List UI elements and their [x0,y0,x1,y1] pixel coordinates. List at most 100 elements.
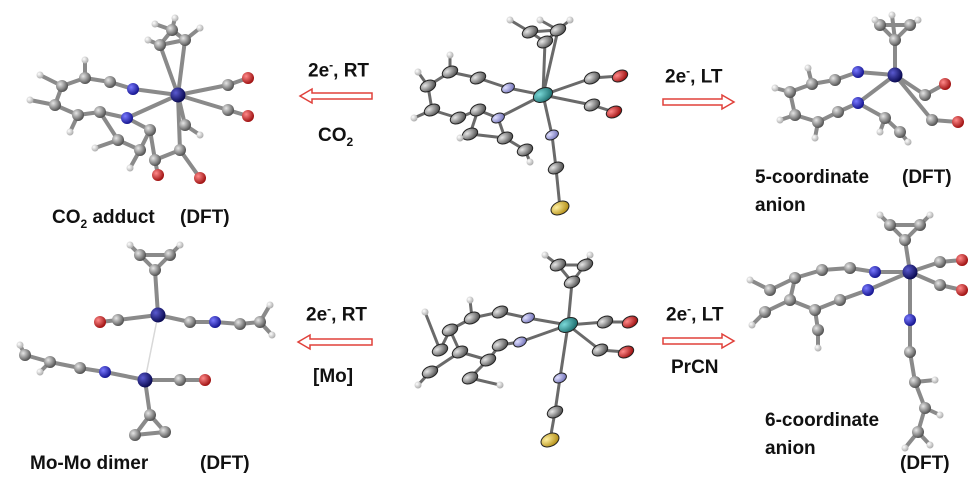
atom-c [904,346,916,358]
atom-h [466,296,474,304]
atom-h [526,158,534,166]
atom-c [926,114,938,126]
arrow-bottom-left-below: [Mo] [313,366,354,387]
atom-c [234,318,246,330]
atom-o [242,72,254,84]
atom-c [469,103,487,117]
atom-h [936,411,944,419]
atom-c [469,71,487,85]
atom-xn [553,372,567,384]
atom-c [844,262,856,274]
bond [558,323,570,380]
bond [158,43,180,97]
atom-c [431,343,449,357]
atom-c [934,279,946,291]
atom-h [151,20,159,28]
atom-h [91,144,99,152]
atom-c [144,409,156,421]
atom-h [126,164,134,172]
atom-h [746,276,754,284]
atom-o [199,374,211,386]
atom-o [956,284,968,296]
atom-n [99,366,111,378]
arrow-top-left [298,87,373,105]
atom-h [410,114,418,122]
atom-c [112,314,124,326]
atom-c [184,316,196,328]
atom-c [423,103,441,117]
atom-c [463,311,481,325]
label-6-coordinate-dft: (DFT) [900,453,950,474]
arrow-bottom-right [662,332,736,350]
arrow-top-right [662,93,736,111]
label-6-coordinate-anion: anion [765,438,816,459]
atom-c [461,371,479,385]
arrow-bottom-right-above: 2e-, LT [666,302,724,326]
atom-c [94,106,106,118]
arrow-top-left-below: CO2 [318,125,354,149]
atom-c [816,264,828,276]
bond [893,73,934,122]
atom-c [112,134,124,146]
atom-h [176,241,184,249]
atom-xn [513,336,527,348]
atom-c [479,353,497,367]
atom-h [456,134,464,142]
atom-h [541,251,549,259]
label-momo-dimer: Mo-Mo dimer [30,453,149,474]
atom-c [919,402,931,414]
atom-c [174,144,186,156]
atom-h [771,84,779,92]
atom-c [154,39,166,51]
atom-n [127,83,139,95]
atom-c [441,323,459,337]
atom-n [852,97,864,109]
atom-h [266,301,274,309]
atom-c [19,349,31,361]
atom-m [887,67,903,83]
atom-h [126,241,134,249]
label-5-coordinate-anion: anion [755,195,806,216]
atom-c [521,25,539,39]
atom-xn [545,129,559,141]
atom-c [104,76,116,88]
atom-h [876,211,884,219]
atom-c [421,365,439,379]
atom-h [66,128,74,136]
atom-n [904,314,916,326]
atom-h [36,368,44,376]
atom-h [144,36,152,44]
atom-o [952,116,964,128]
label-co2-adduct: CO2 adduct [52,207,155,231]
atom-n [869,266,881,278]
atom-m [170,87,186,103]
atom-h [586,251,594,259]
arrow-bottom-left [296,333,373,351]
bond [866,270,912,292]
atom-h [926,211,934,219]
atom-c [591,343,609,357]
label-co2-adduct-dft: (DFT) [180,207,230,228]
atom-c [149,264,161,276]
atom-c [583,98,601,112]
atom-c [546,405,564,419]
atom-c [79,72,91,84]
label-5-coordinate-dft: (DFT) [902,167,952,188]
atom-c [583,71,601,85]
bond [541,28,560,97]
atom-c [134,249,146,261]
atom-s [550,200,570,216]
atom-c [441,65,459,79]
atom-c [759,306,771,318]
bond [423,310,442,352]
bond [144,314,159,381]
atom-c [912,426,924,438]
atom-c [159,426,171,438]
atom-c [884,219,896,231]
atom-h [414,68,422,76]
atom-c [516,143,534,157]
atom-h [496,381,504,389]
atom-h [871,16,879,24]
atom-h [566,16,574,24]
